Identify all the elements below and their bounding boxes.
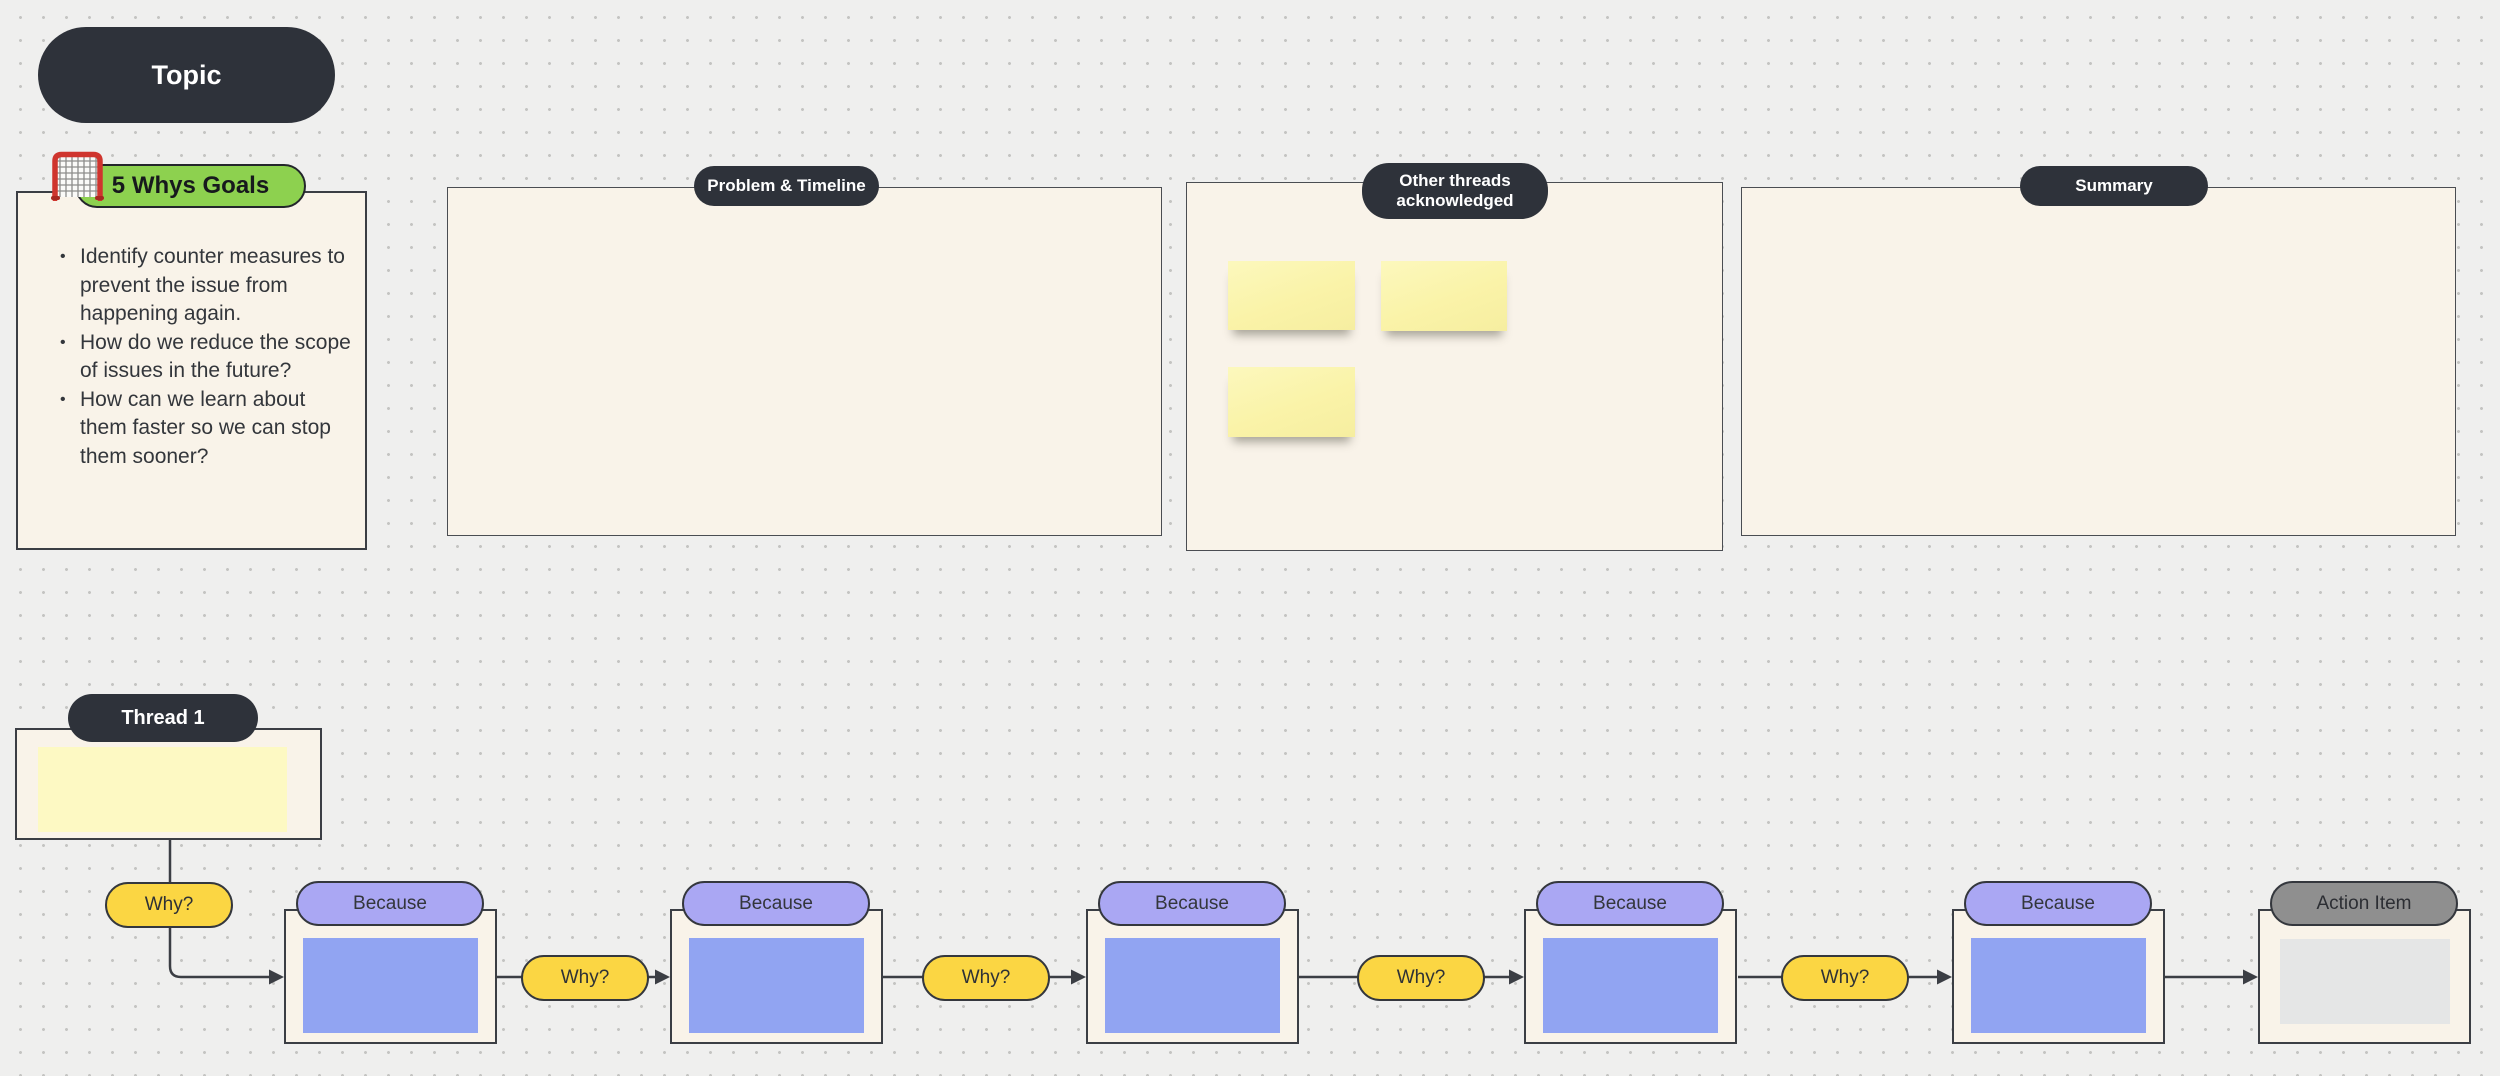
because-pill-3[interactable]: Because (1098, 881, 1286, 926)
other-threads-panel[interactable] (1186, 182, 1723, 551)
goals-header-pill[interactable]: 5 Whys Goals (75, 164, 306, 208)
action-item-pill[interactable]: Action Item (2270, 881, 2458, 926)
because-pill-2[interactable]: Because (682, 881, 870, 926)
thread-1-note[interactable] (38, 747, 287, 832)
thread-1-pill[interactable]: Thread 1 (68, 694, 258, 742)
goals-box[interactable]: Identify counter measures to prevent the… (16, 191, 367, 550)
why-pill-2[interactable]: Why? (521, 955, 649, 1001)
problem-timeline-pill[interactable]: Problem & Timeline (694, 166, 879, 206)
other-threads-pill[interactable]: Other threads acknowledged (1362, 163, 1548, 219)
sticky-note[interactable] (1228, 367, 1355, 437)
why-pill-1[interactable]: Why? (105, 882, 233, 928)
because-note-3[interactable] (1105, 938, 1280, 1033)
why-pill-5[interactable]: Why? (1781, 955, 1909, 1001)
sticky-note[interactable] (1381, 261, 1507, 331)
because-note-2[interactable] (689, 938, 864, 1033)
summary-pill[interactable]: Summary (2020, 166, 2208, 206)
because-note-5[interactable] (1971, 938, 2146, 1033)
topic-pill[interactable]: Topic (38, 27, 335, 123)
because-pill-4[interactable]: Because (1536, 881, 1724, 926)
sticky-note[interactable] (1228, 261, 1355, 330)
because-note-4[interactable] (1543, 938, 1718, 1033)
why-pill-4[interactable]: Why? (1357, 955, 1485, 1001)
because-pill-1[interactable]: Because (296, 881, 484, 926)
why-pill-3[interactable]: Why? (922, 955, 1050, 1001)
goal-net-icon (46, 147, 108, 202)
because-pill-5[interactable]: Because (1964, 881, 2152, 926)
action-item-note[interactable] (2280, 939, 2450, 1024)
summary-panel[interactable] (1741, 187, 2456, 536)
problem-timeline-panel[interactable] (447, 187, 1162, 536)
goal-item: Identify counter measures to prevent the… (60, 243, 353, 329)
goals-list: Identify counter measures to prevent the… (18, 243, 353, 471)
goal-item: How do we reduce the scope of issues in … (60, 329, 353, 386)
because-note-1[interactable] (303, 938, 478, 1033)
goal-item: How can we learn about them faster so we… (60, 386, 353, 472)
